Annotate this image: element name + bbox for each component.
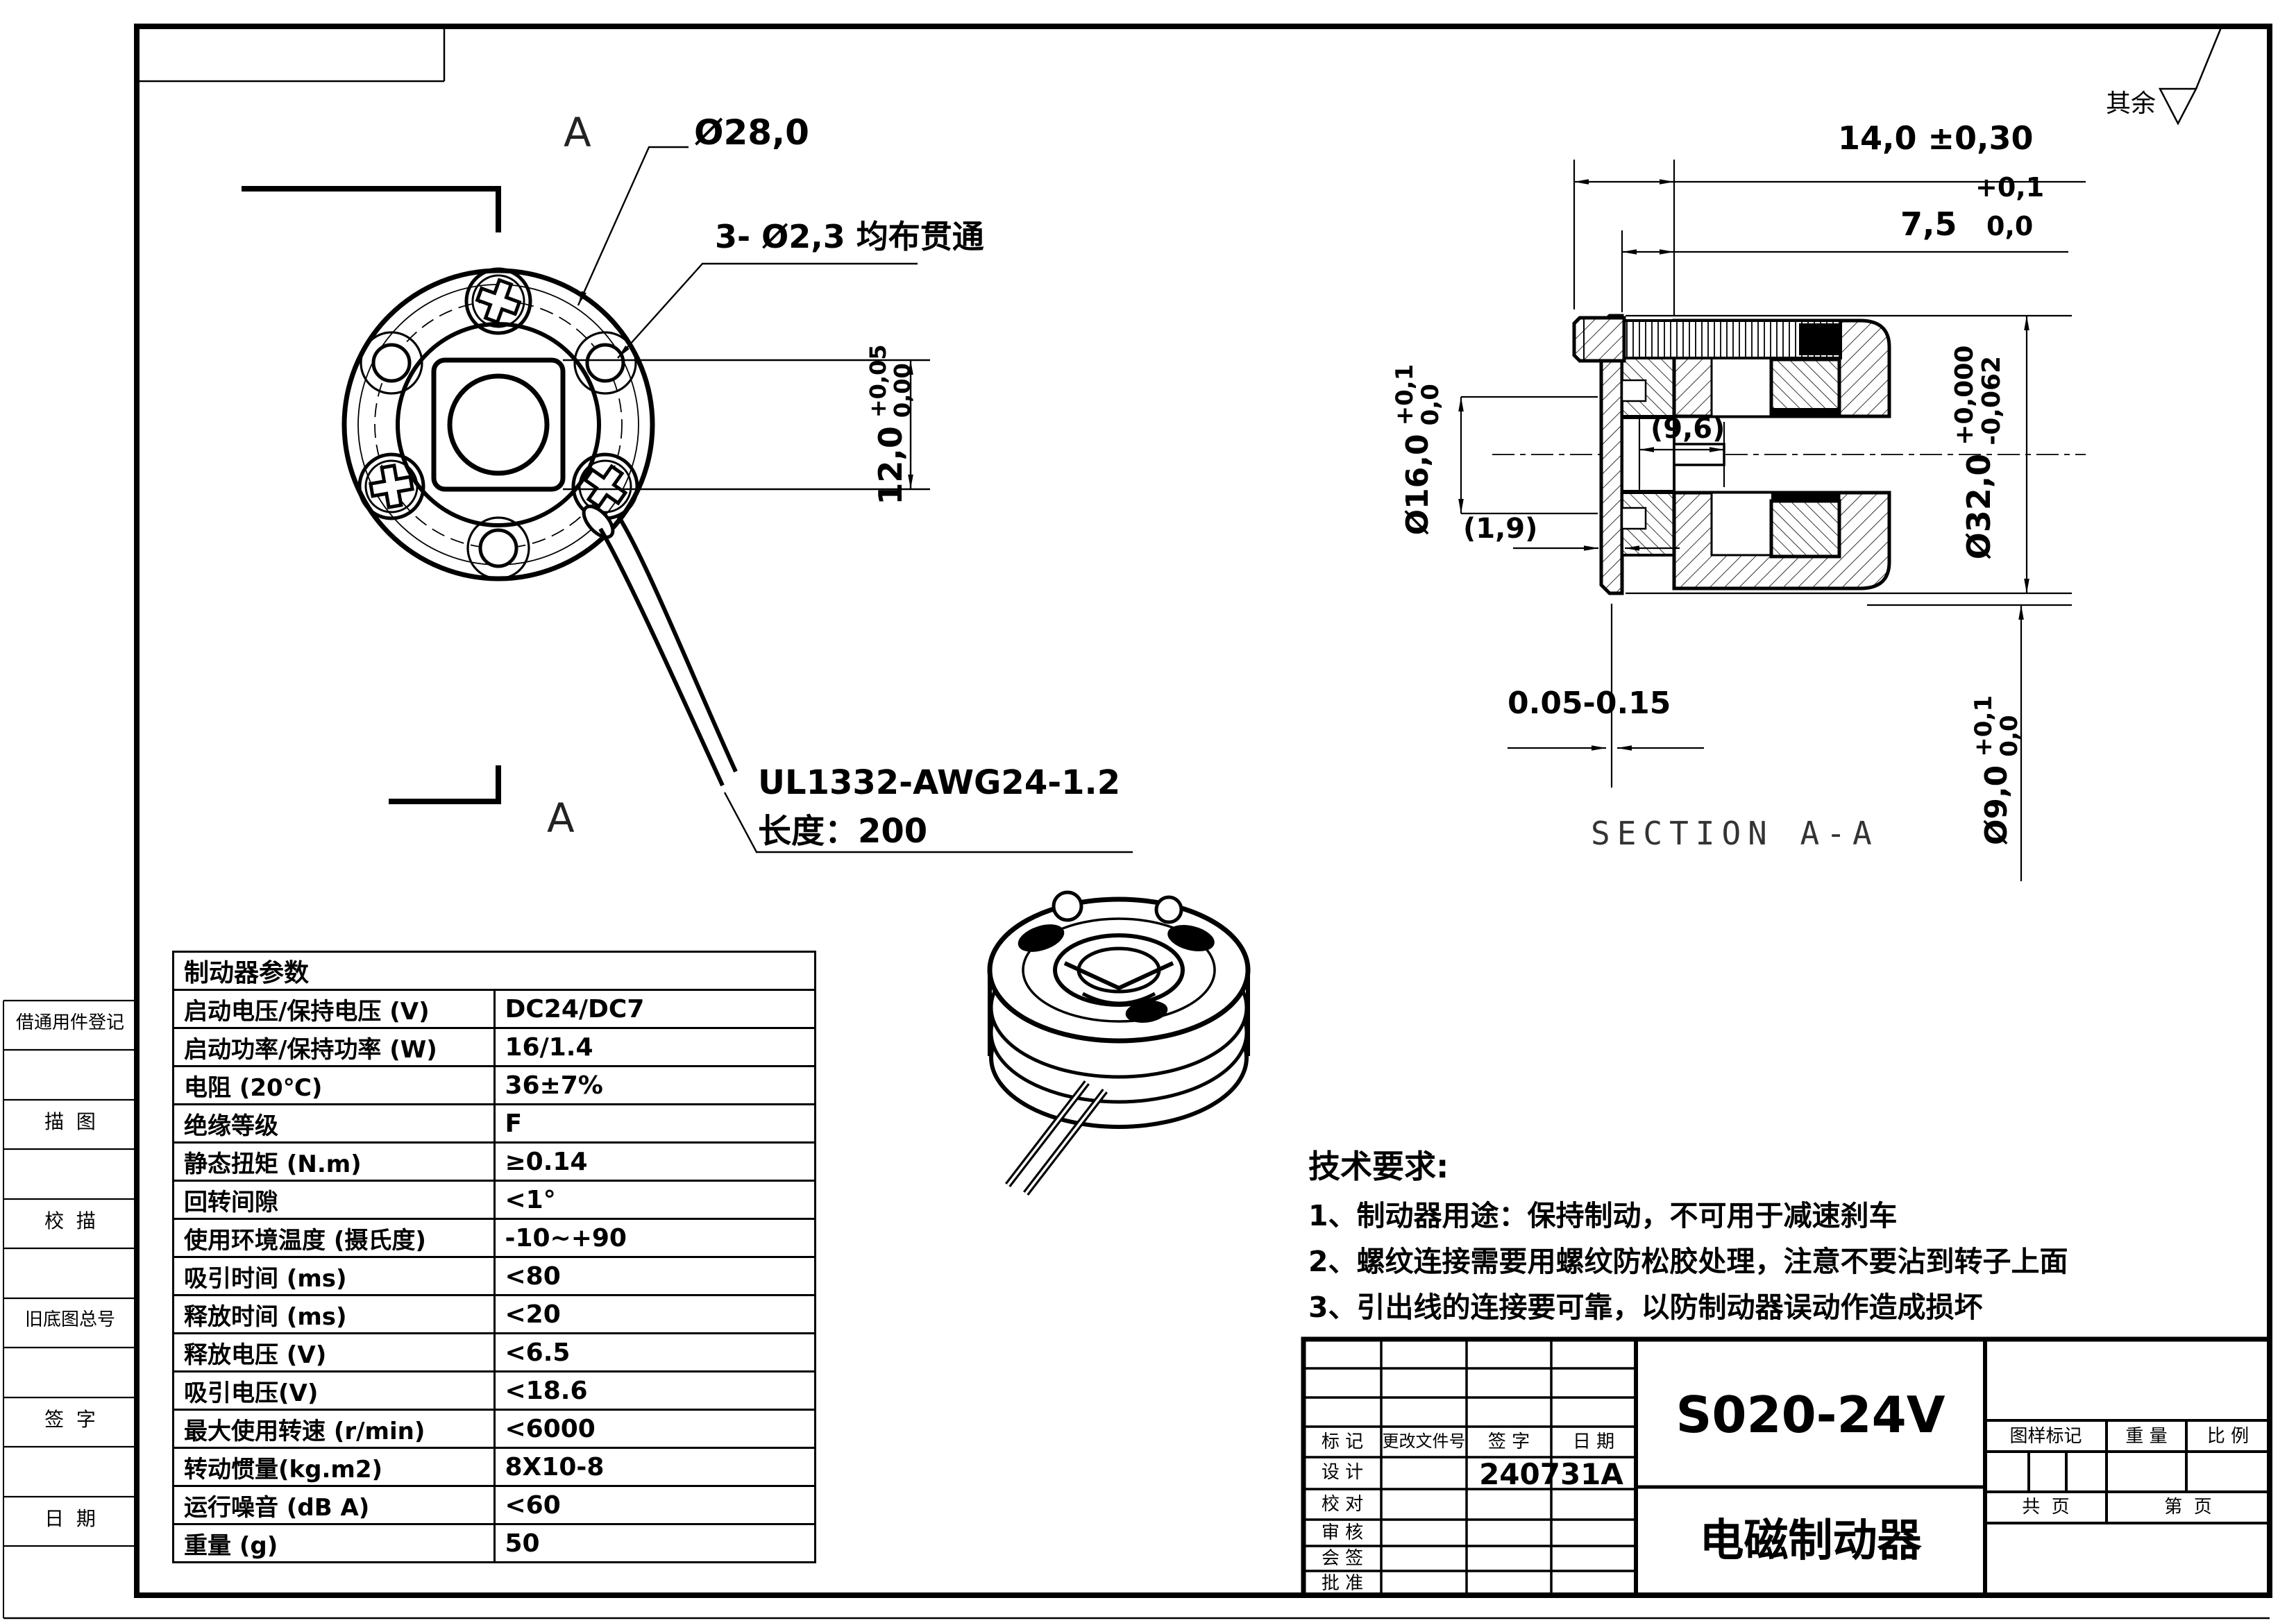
dim-depth-tol-up: +0,1 (1975, 172, 2045, 203)
tb-drawing-mark: 图样标记 (2009, 1426, 2082, 1447)
title-block-lines (1301, 1336, 2272, 1598)
dim-depth-tol-low: 0,0 (1986, 211, 2034, 241)
tech-req-item: 3、引出线的连接要可靠，以防制动器误动作造成损坏 (1308, 1291, 1983, 1324)
tb-countersign-label: 会 签 (1321, 1548, 1364, 1569)
param-value: <18.6 (493, 1370, 816, 1411)
param-label: 使用环境温度 (摄氏度) (172, 1218, 496, 1258)
lead-wires (582, 504, 738, 787)
dim-holes: 3- Ø2,3 均布贯通 (715, 218, 984, 255)
section-label-top: A (564, 109, 591, 156)
margin-label-borrow: 借通用件登记 (15, 1012, 124, 1033)
param-label: 重量 (g) (172, 1523, 496, 1563)
tb-model: S020-24V (1675, 1386, 1945, 1444)
margin-label-sign: 签 字 (44, 1408, 96, 1431)
param-value: F (493, 1103, 816, 1144)
section-label-bottom: A (547, 794, 575, 842)
param-value: 50 (493, 1523, 816, 1563)
tb-design-value: 240731A (1479, 1457, 1623, 1491)
frame-lines (3, 24, 2272, 1620)
dim-d16: Ø16,0 +0,1 0,0 (1391, 364, 1444, 536)
tb-page-no: 第 页 (2164, 1497, 2212, 1518)
param-value: 16/1.4 (493, 1027, 816, 1067)
screw-icon (357, 267, 639, 520)
tb-design-label: 设 计 (1321, 1462, 1364, 1483)
margin-label-date: 日 期 (44, 1507, 96, 1530)
iso-lead-wires (1005, 1080, 1108, 1196)
param-value: <60 (493, 1485, 816, 1525)
dim-length: 14,0 ±0,30 (1838, 119, 2034, 157)
margin-label-check-trace: 校 描 (44, 1209, 96, 1232)
param-value: <6.5 (493, 1332, 816, 1373)
param-value: <1° (493, 1180, 816, 1220)
param-value: <80 (493, 1256, 816, 1296)
params-table-title: 制动器参数 (172, 951, 816, 991)
dim-square: 12,0 +0,05 0,00 (865, 344, 915, 505)
dim-air-gap: 0.05-0.15 (1508, 686, 1671, 721)
tb-header-sign: 签 字 (1487, 1431, 1530, 1452)
tb-pages-total: 共 页 (2022, 1497, 2070, 1518)
tech-req-item: 2、螺纹连接需要用螺纹防松胶处理，注意不要沾到转子上面 (1308, 1245, 2068, 1278)
tb-scale: 比 例 (2206, 1426, 2249, 1447)
tb-header-mark: 标 记 (1321, 1431, 1364, 1452)
isometric-view-drawing (987, 890, 1251, 1196)
param-label: 释放电压 (V) (172, 1332, 496, 1373)
param-value: 8X10-8 (493, 1447, 816, 1487)
tech-req-title: 技术要求: (1308, 1148, 1449, 1185)
param-value: 36±7% (493, 1065, 816, 1105)
param-label: 释放时间 (ms) (172, 1294, 496, 1334)
dim-hub-len: (9,6) (1651, 413, 1725, 445)
param-label: 绝缘等级 (172, 1103, 496, 1144)
wire-length: 长度：200 (758, 812, 928, 851)
param-label: 启动功率/保持功率 (W) (172, 1027, 496, 1067)
margin-label-trace: 描 图 (44, 1110, 96, 1133)
param-label: 电阻 (20℃) (172, 1065, 496, 1105)
wire-spec: UL1332-AWG24-1.2 (758, 763, 1121, 802)
params-table: 制动器参数 启动电压/保持电压 (V)DC24/DC7 启动功率/保持功率 (W… (172, 951, 816, 1563)
dim-d32: Ø32,0 +0,000 -0,062 (1950, 345, 2006, 560)
tb-header-date: 日 期 (1572, 1431, 1615, 1452)
dim-d9: Ø9,0 +0,1 0,0 (1970, 695, 2023, 846)
section-view-drawing (1458, 160, 2086, 881)
section-title: SECTION A-A (1591, 815, 1879, 852)
hole-icon (360, 331, 637, 580)
param-value: -10~+90 (493, 1218, 816, 1258)
param-label: 回转间隙 (172, 1180, 496, 1220)
param-label: 吸引电压(V) (172, 1370, 496, 1411)
param-label: 启动电压/保持电压 (V) (172, 989, 496, 1029)
tb-check-label: 校 对 (1321, 1494, 1364, 1515)
tb-approve-label: 批 准 (1321, 1573, 1364, 1594)
front-view-drawing (242, 146, 1133, 853)
param-label: 运行噪音 (dB A) (172, 1485, 496, 1525)
tech-req-item: 1、制动器用途：保持制动，不可用于减速刹车 (1308, 1199, 1898, 1232)
tb-weight: 重 量 (2125, 1426, 2168, 1447)
dim-depth: 7,5 (1900, 205, 1957, 243)
param-value: <20 (493, 1294, 816, 1334)
tech-requirements: 技术要求: 1、制动器用途：保持制动，不可用于减速刹车 2、螺纹连接需要用螺纹防… (1308, 1141, 2155, 1330)
tb-header-changedoc: 更改文件号 (1382, 1431, 1466, 1451)
surface-note: 其余 (2106, 90, 2156, 118)
dim-outer-dia: Ø28,0 (694, 112, 809, 153)
param-value: <6000 (493, 1409, 816, 1449)
dim-flange-thk: (1,9) (1463, 513, 1538, 545)
tb-product-name: 电磁制动器 (1699, 1515, 1922, 1567)
param-value: DC24/DC7 (493, 989, 816, 1029)
param-label: 吸引时间 (ms) (172, 1256, 496, 1296)
param-label: 静态扭矩 (N.m) (172, 1141, 496, 1182)
tb-audit-label: 审 核 (1321, 1522, 1364, 1543)
margin-label-old-drawing-no: 旧底图总号 (24, 1309, 115, 1330)
param-value: ≥0.14 (493, 1141, 816, 1182)
surface-finish-icon (2158, 27, 2222, 126)
param-label: 转动惯量(kg.m2) (172, 1447, 496, 1487)
param-label: 最大使用转速 (r/min) (172, 1409, 496, 1449)
section-cut-arrows (242, 186, 501, 804)
